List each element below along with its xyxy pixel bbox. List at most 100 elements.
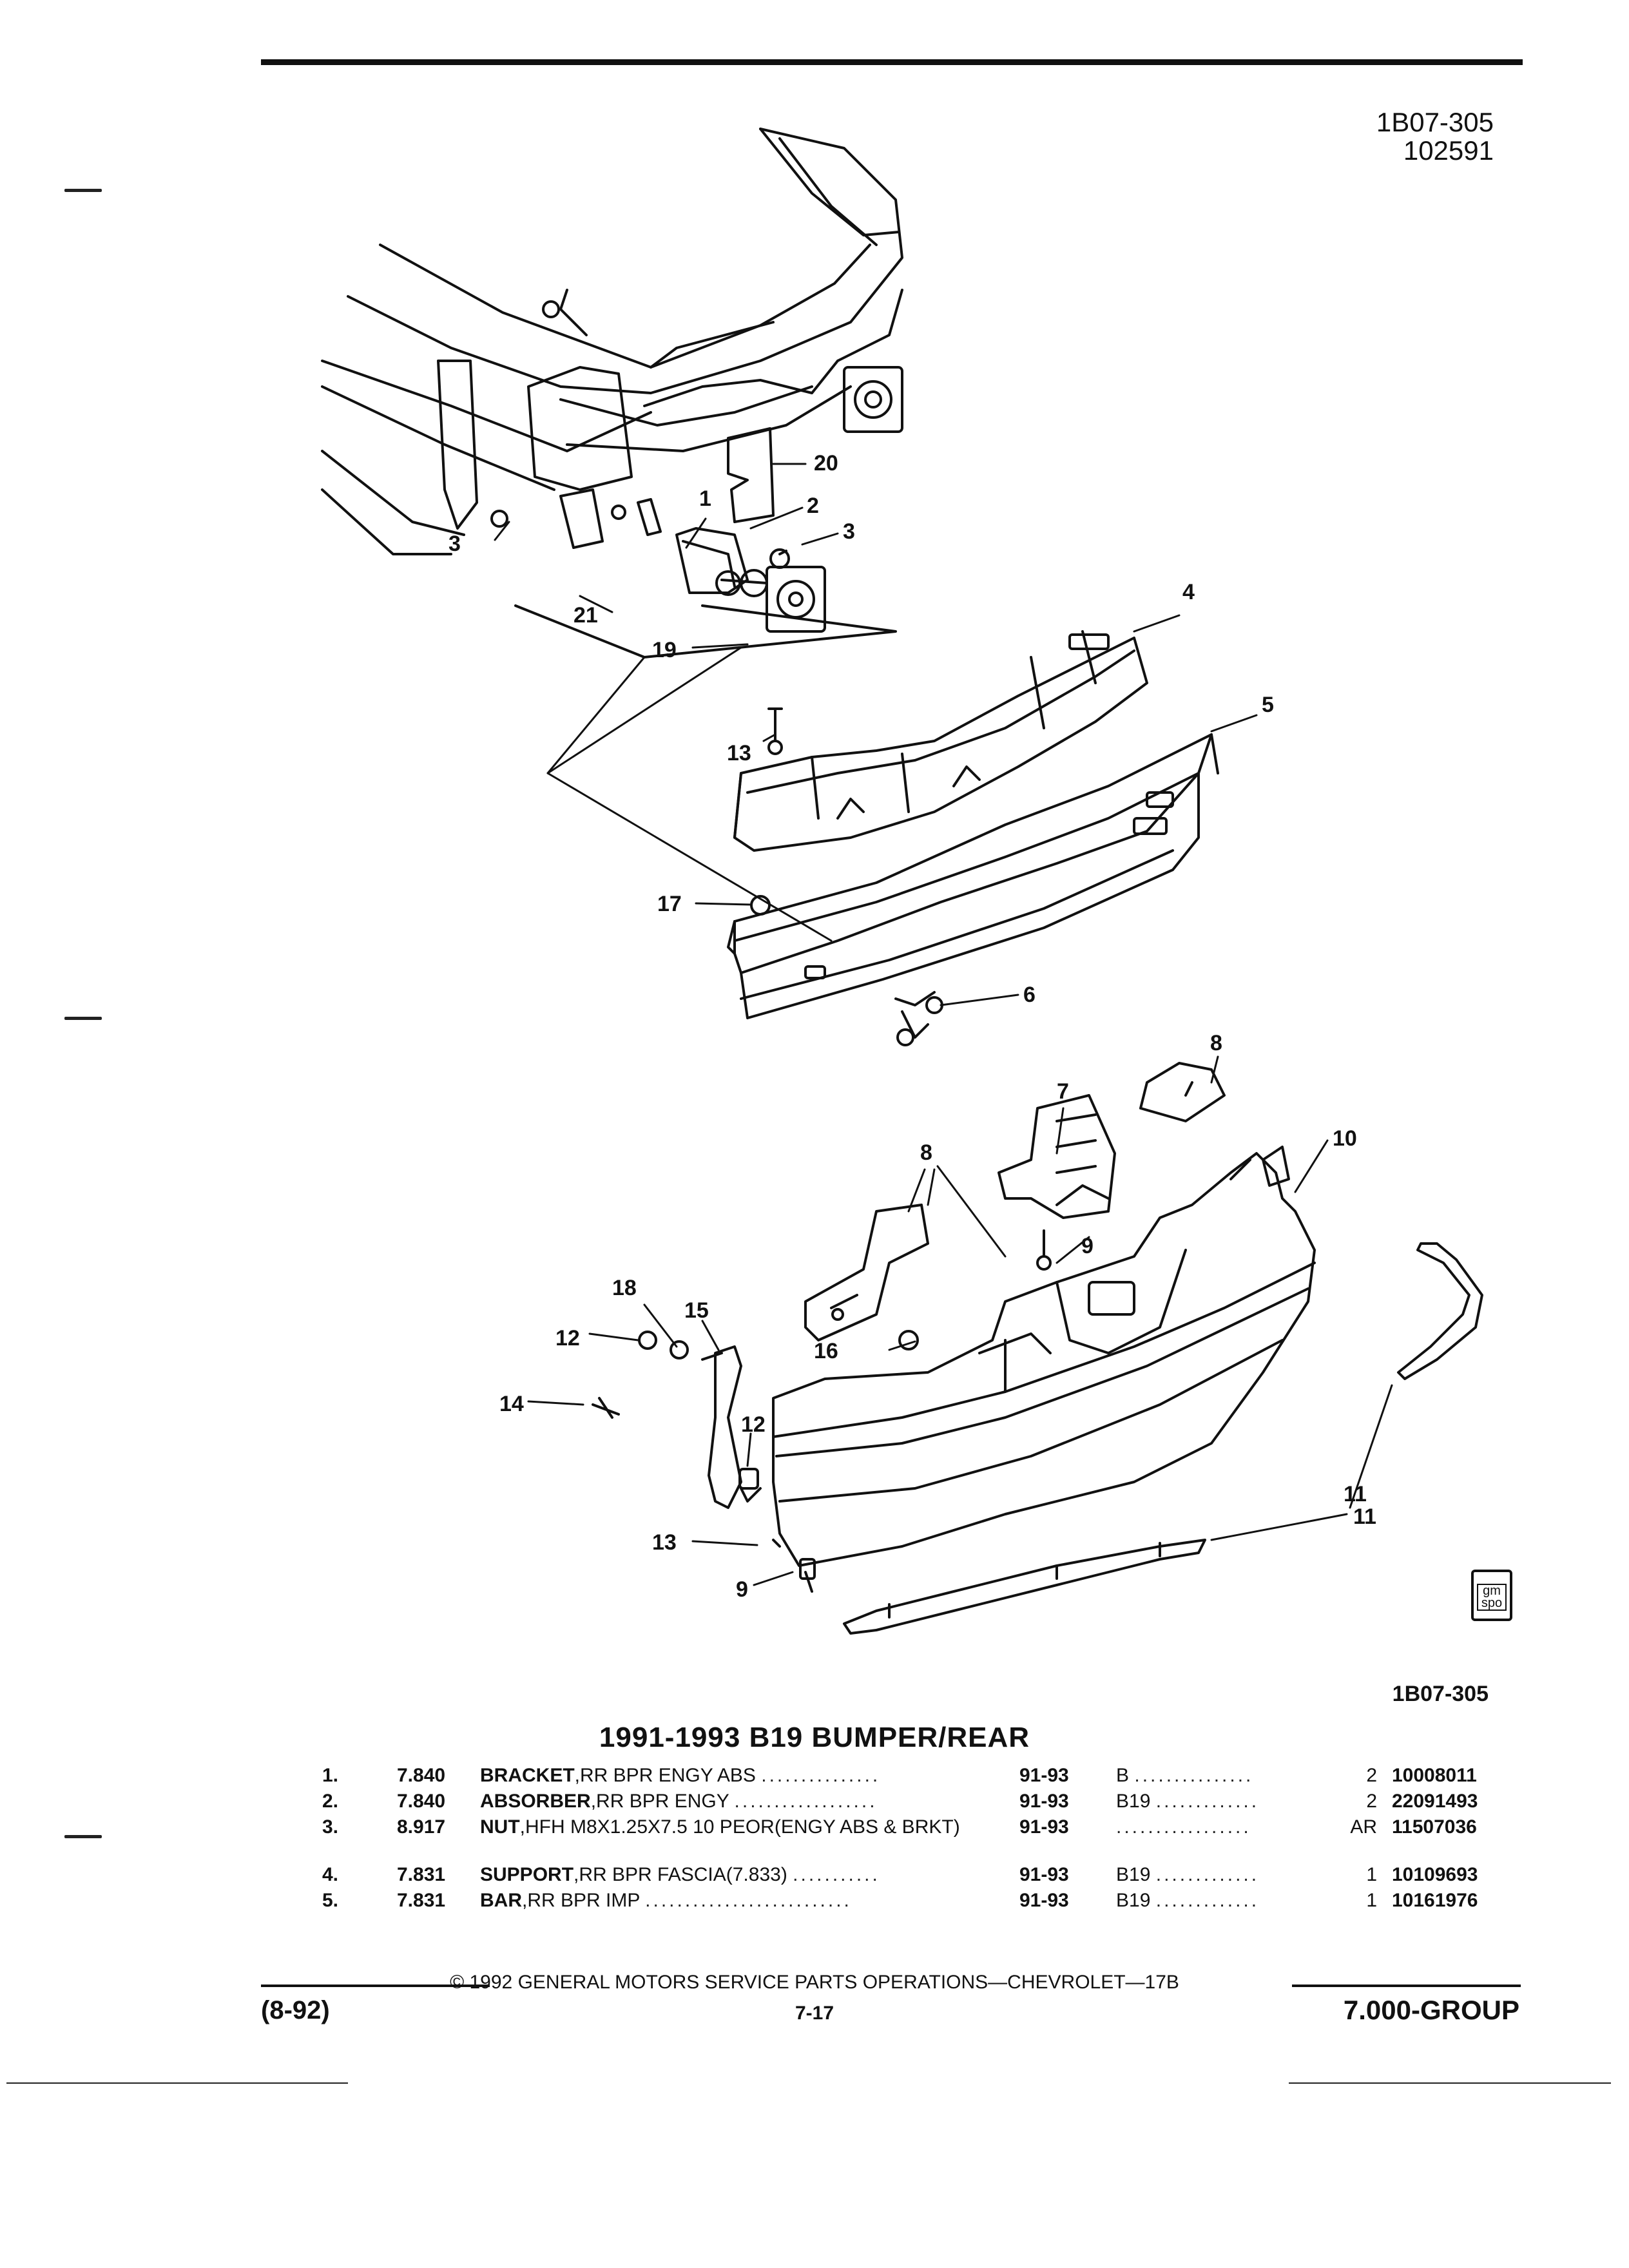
callout-14: 14 <box>499 1392 524 1416</box>
part-name: SUPPORT <box>480 1864 574 1885</box>
part-number: 2. <box>322 1791 339 1812</box>
leader-dots: ................. <box>1116 1816 1251 1838</box>
part-row: 1. 7.840 BRACKET,RR BPR ENGY ABS .......… <box>322 1764 1525 1790</box>
callout-9: 9 <box>736 1577 748 1602</box>
part-pn: 22091493 <box>1392 1791 1478 1812</box>
part-group-code: 7.831 <box>397 1890 446 1911</box>
part-description: BAR,RR BPR IMP .........................… <box>480 1889 1015 1912</box>
callout-9: 9 <box>1081 1234 1094 1258</box>
part-years: 91-93 <box>1019 1816 1069 1838</box>
leader-dots: .......................... <box>645 1890 852 1911</box>
header-code: 1B07-305 <box>1376 107 1494 137</box>
callout-5: 5 <box>1262 693 1274 717</box>
part-qty: 2 <box>1366 1765 1377 1786</box>
absorber-assembly <box>490 427 897 658</box>
part-description: SUPPORT,RR BPR FASCIA(7.833) ........... <box>480 1863 1015 1887</box>
callout-17: 17 <box>657 892 682 916</box>
part-years: 91-93 <box>1019 1765 1069 1786</box>
callout-8: 8 <box>920 1140 932 1165</box>
leader-dots: ............... <box>761 1765 881 1786</box>
callout-1: 1 <box>699 486 711 511</box>
part-model-text: B19 <box>1116 1890 1151 1911</box>
leader-dots: ............. <box>1155 1791 1260 1812</box>
bracket-left <box>804 1204 929 1341</box>
part-number: 4. <box>322 1864 339 1885</box>
callout-7: 7 <box>1057 1079 1069 1104</box>
callout-6: 6 <box>1023 983 1036 1007</box>
part-model: B19 ............. <box>1116 1790 1322 1813</box>
part-qty: 2 <box>1366 1791 1377 1812</box>
part-pn: 10008011 <box>1392 1765 1477 1786</box>
bottom-rule-right <box>1289 2082 1611 2084</box>
part-model: ................. <box>1116 1816 1322 1839</box>
leader-lines <box>494 463 1393 1586</box>
bracket-fasteners-left <box>592 1330 919 1593</box>
callout-12: 12 <box>741 1412 766 1437</box>
callout-13: 13 <box>727 741 751 765</box>
footer-copyright: © 1992 GENERAL MOTORS SERVICE PARTS OPER… <box>450 1972 1179 1993</box>
figure-code: 1B07-305 <box>1392 1682 1489 1706</box>
margin-tick <box>64 189 102 192</box>
callout-8: 8 <box>1210 1031 1222 1055</box>
part-name: BAR <box>480 1890 522 1911</box>
part-model-text: B19 <box>1116 1864 1151 1885</box>
part-model: B ............... <box>1116 1764 1322 1787</box>
part-years: 91-93 <box>1019 1791 1069 1812</box>
callout-3: 3 <box>448 532 461 556</box>
callout-3: 3 <box>843 519 855 544</box>
part-years: 91-93 <box>1019 1890 1069 1911</box>
footer-group: 7.000-GROUP <box>1343 1995 1519 2025</box>
bottom-rule-left <box>6 2082 348 2084</box>
part-model: B19 ............. <box>1116 1863 1322 1887</box>
part-desc-text: ,RR BPR ENGY <box>590 1791 729 1812</box>
part-years: 91-93 <box>1019 1864 1069 1885</box>
callout-20: 20 <box>814 451 838 476</box>
footer-rule-left <box>261 1984 490 1987</box>
margin-tick <box>64 1017 102 1020</box>
leader-dots: ............... <box>1134 1765 1254 1786</box>
footer-revision: (8-92) <box>261 1996 330 2024</box>
callout-16: 16 <box>814 1339 838 1363</box>
parts-list: 1. 7.840 BRACKET,RR BPR ENGY ABS .......… <box>322 1764 1525 1915</box>
leader-dots: .................. <box>734 1791 878 1812</box>
vehicle-rear-body <box>321 128 903 555</box>
part-name: NUT <box>480 1816 520 1838</box>
part-row: 2. 7.840 ABSORBER,RR BPR ENGY ..........… <box>322 1790 1525 1816</box>
callout-2: 2 <box>807 494 819 518</box>
part-number: 5. <box>322 1890 339 1911</box>
callout-19: 19 <box>652 638 677 662</box>
exploded-parts-diagram: 1 2 3 3 20 21 19 4 5 13 17 6 8 7 10 8 9 … <box>321 128 1483 1635</box>
callout-21: 21 <box>574 603 598 628</box>
impact-bar <box>727 733 1219 1019</box>
fascia-support <box>733 630 1148 852</box>
fasteners <box>750 707 1226 1271</box>
callout-11: 11 <box>1353 1504 1376 1529</box>
logo-text-spo: spo <box>1481 1596 1503 1610</box>
part-row: 4. 7.831 SUPPORT,RR BPR FASCIA(7.833) ..… <box>322 1863 1525 1889</box>
rear-fascia <box>772 1146 1316 1567</box>
part-desc-text: ,HFH M8X1.25X7.5 10 PEOR(ENGY ABS & BRKT… <box>519 1816 960 1838</box>
part-description: NUT,HFH M8X1.25X7.5 10 PEOR(ENGY ABS & B… <box>480 1816 960 1839</box>
part-pn: 10161976 <box>1392 1890 1478 1911</box>
gm-spo-logo: gm spo <box>1471 1570 1512 1621</box>
callout-18: 18 <box>612 1276 637 1300</box>
footer-rule-right <box>1292 1984 1521 1987</box>
part-model: B19 ............. <box>1116 1889 1322 1912</box>
callout-11: 11 <box>1344 1482 1367 1506</box>
top-rule <box>261 59 1523 65</box>
part-pn: 10109693 <box>1392 1864 1478 1885</box>
part-model-text: B19 <box>1116 1791 1151 1812</box>
part-desc-text: ,RR BPR FASCIA(7.833) <box>574 1864 787 1885</box>
part-row: 3. 8.917 NUT,HFH M8X1.25X7.5 10 PEOR(ENG… <box>322 1816 1525 1863</box>
part-desc-text: ,RR BPR IMP <box>522 1890 640 1911</box>
callout-10: 10 <box>1333 1126 1357 1151</box>
part-number: 3. <box>322 1816 339 1838</box>
part-qty: 1 <box>1366 1890 1377 1911</box>
footer-page-number: 7-17 <box>795 2003 834 2024</box>
header-codes: 1B07-305 102591 <box>1376 108 1494 165</box>
part-description: ABSORBER,RR BPR ENGY .................. <box>480 1790 1015 1813</box>
callout-13: 13 <box>652 1530 677 1555</box>
part-row: 5. 7.831 BAR,RR BPR IMP ................… <box>322 1889 1525 1915</box>
molding-strips <box>843 1242 1483 1635</box>
leader-dots: ........... <box>793 1864 880 1885</box>
